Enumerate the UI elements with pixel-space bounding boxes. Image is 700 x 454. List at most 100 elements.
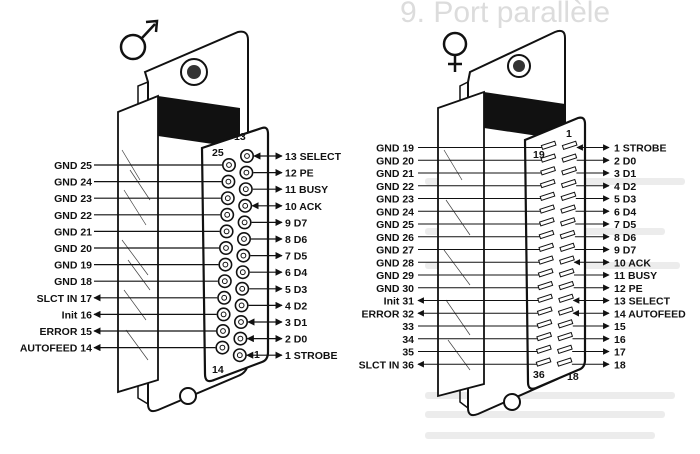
female-socket (561, 153, 578, 163)
female-socket (559, 217, 576, 227)
female-socket (557, 331, 574, 342)
male-right-pin-label: 1 STROBE (285, 350, 338, 362)
male-pin-tip (236, 352, 243, 359)
male-pin-tip (220, 328, 226, 334)
female-socket (559, 255, 575, 265)
female-right-pin-label: 18 (614, 359, 626, 371)
male-left-pin-label: GND 24 (54, 177, 92, 189)
pin-tag-1: 1 (566, 128, 572, 140)
male-right-pin-label: 3 D1 (285, 317, 307, 329)
female-left-pin-label: GND 28 (376, 257, 414, 269)
male-left-pin-label: GND 19 (54, 260, 92, 272)
female-right-pin-label: 5 D3 (614, 194, 636, 206)
female-socket (558, 268, 575, 278)
male-left-pin-label: GND 22 (54, 210, 92, 222)
male-pin-tip (242, 202, 249, 209)
male-pin-tip (223, 245, 229, 251)
male-pin-tip (242, 186, 249, 193)
pin-tag-25: 25 (212, 147, 224, 159)
male-pin-tip (240, 252, 247, 259)
male-left-pin-label: GND 20 (54, 243, 92, 255)
background-text-line (425, 411, 665, 418)
male-pin-tip (244, 153, 250, 159)
female-socket (561, 166, 577, 176)
male-left-pin-label: GND 21 (54, 226, 92, 238)
male-pin-tip (221, 278, 228, 285)
female-right-pin-label: 7 D5 (614, 219, 636, 231)
female-right-pin-label: 3 D1 (614, 168, 636, 180)
male-pin-tip (243, 169, 250, 176)
female-left-pin-label: GND 22 (376, 181, 414, 193)
female-socket (560, 191, 577, 202)
female-socket (558, 280, 575, 291)
male-left-pin-label: Init 16 (62, 309, 93, 321)
female-right-pin-label: 14 AUTOFEED (614, 308, 686, 320)
male-symbol (119, 19, 159, 61)
female-left-pin-label: GND 30 (376, 283, 414, 295)
female-left-pin-label: GND 20 (376, 155, 414, 167)
pin-tag-19: 19 (533, 149, 545, 161)
female-socket (561, 140, 578, 151)
pin-tag-36: 36 (533, 369, 545, 381)
female-left-pin-label: GND 21 (376, 168, 414, 180)
pin-tag-18: 18 (567, 371, 579, 383)
female-right-pin-label: 2 D0 (614, 155, 636, 167)
male-pin-tip (225, 178, 232, 185)
screw-hole-bottom (503, 393, 521, 411)
male-pin-tip (226, 162, 232, 168)
female-socket (557, 306, 574, 316)
male-pin-tip (221, 294, 228, 301)
female-right-pin-label: 13 SELECT (614, 296, 671, 308)
background-text-line (425, 392, 675, 399)
male-pin-tip (238, 319, 244, 325)
male-right-pin-label: 13 SELECT (285, 151, 342, 163)
male-left-pin-label: GND 18 (54, 276, 92, 288)
male-right-pin-label: 10 ACK (285, 201, 322, 213)
female-socket (556, 344, 573, 355)
male-pin-tip (238, 302, 245, 309)
female-socket (558, 293, 574, 304)
female-right-pin-label: 16 (614, 334, 626, 346)
female-right-pin-label: 12 PE (614, 283, 643, 295)
male-pin-tip (222, 261, 229, 268)
female-left-pin-label: SLCT IN 36 (359, 359, 415, 371)
male-pin-tip (239, 285, 246, 292)
male-pin-tip (239, 269, 246, 276)
female-left-pin-label: Init 31 (384, 296, 415, 308)
female-left-pin-label: GND 26 (376, 232, 414, 244)
female-socket (559, 229, 576, 240)
male-right-pin-label: 12 PE (285, 168, 314, 180)
pin-tag-14: 14 (212, 364, 224, 376)
male-right-pin-label: 5 D3 (285, 284, 307, 296)
male-left-pin-label: SLCT IN 17 (37, 293, 93, 305)
male-left-pin-label: ERROR 15 (39, 326, 92, 338)
male-right-pin-label: 8 D6 (285, 234, 307, 246)
male-left-pin-label: AUTOFEED 14 (20, 343, 92, 355)
male-right-pin-label: 4 D2 (285, 300, 307, 312)
male-pin-tip (237, 335, 244, 342)
background-page-title: 9. Port parallèle (400, 0, 611, 29)
female-left-pin-label: GND 25 (376, 219, 414, 231)
male-right-pin-label: 7 D5 (285, 251, 307, 263)
female-right-pin-label: 11 BUSY (614, 270, 657, 282)
female-socket (560, 178, 577, 189)
female-left-pin-label: 35 (402, 347, 414, 359)
female-left-pin-label: GND 24 (376, 206, 414, 218)
male-pin-tip (241, 236, 247, 242)
female-left-pin-label: GND 19 (376, 143, 414, 155)
female-right-pin-label: 9 D7 (614, 245, 636, 257)
female-left-pin-label: ERROR 32 (361, 308, 414, 320)
female-right-pin-label: 10 ACK (614, 257, 651, 269)
male-right-pin-label: 9 D7 (285, 217, 307, 229)
female-right-pin-label: 6 D4 (614, 206, 636, 218)
male-pin-tip (220, 311, 227, 318)
female-left-pin-label: GND 27 (376, 245, 414, 257)
female-right-pin-label: 1 STROBE (614, 143, 667, 155)
female-symbol (442, 31, 468, 72)
male-pin-tip (223, 228, 230, 235)
female-left-pin-label: 34 (402, 334, 414, 346)
male-pin-tip (241, 219, 248, 226)
